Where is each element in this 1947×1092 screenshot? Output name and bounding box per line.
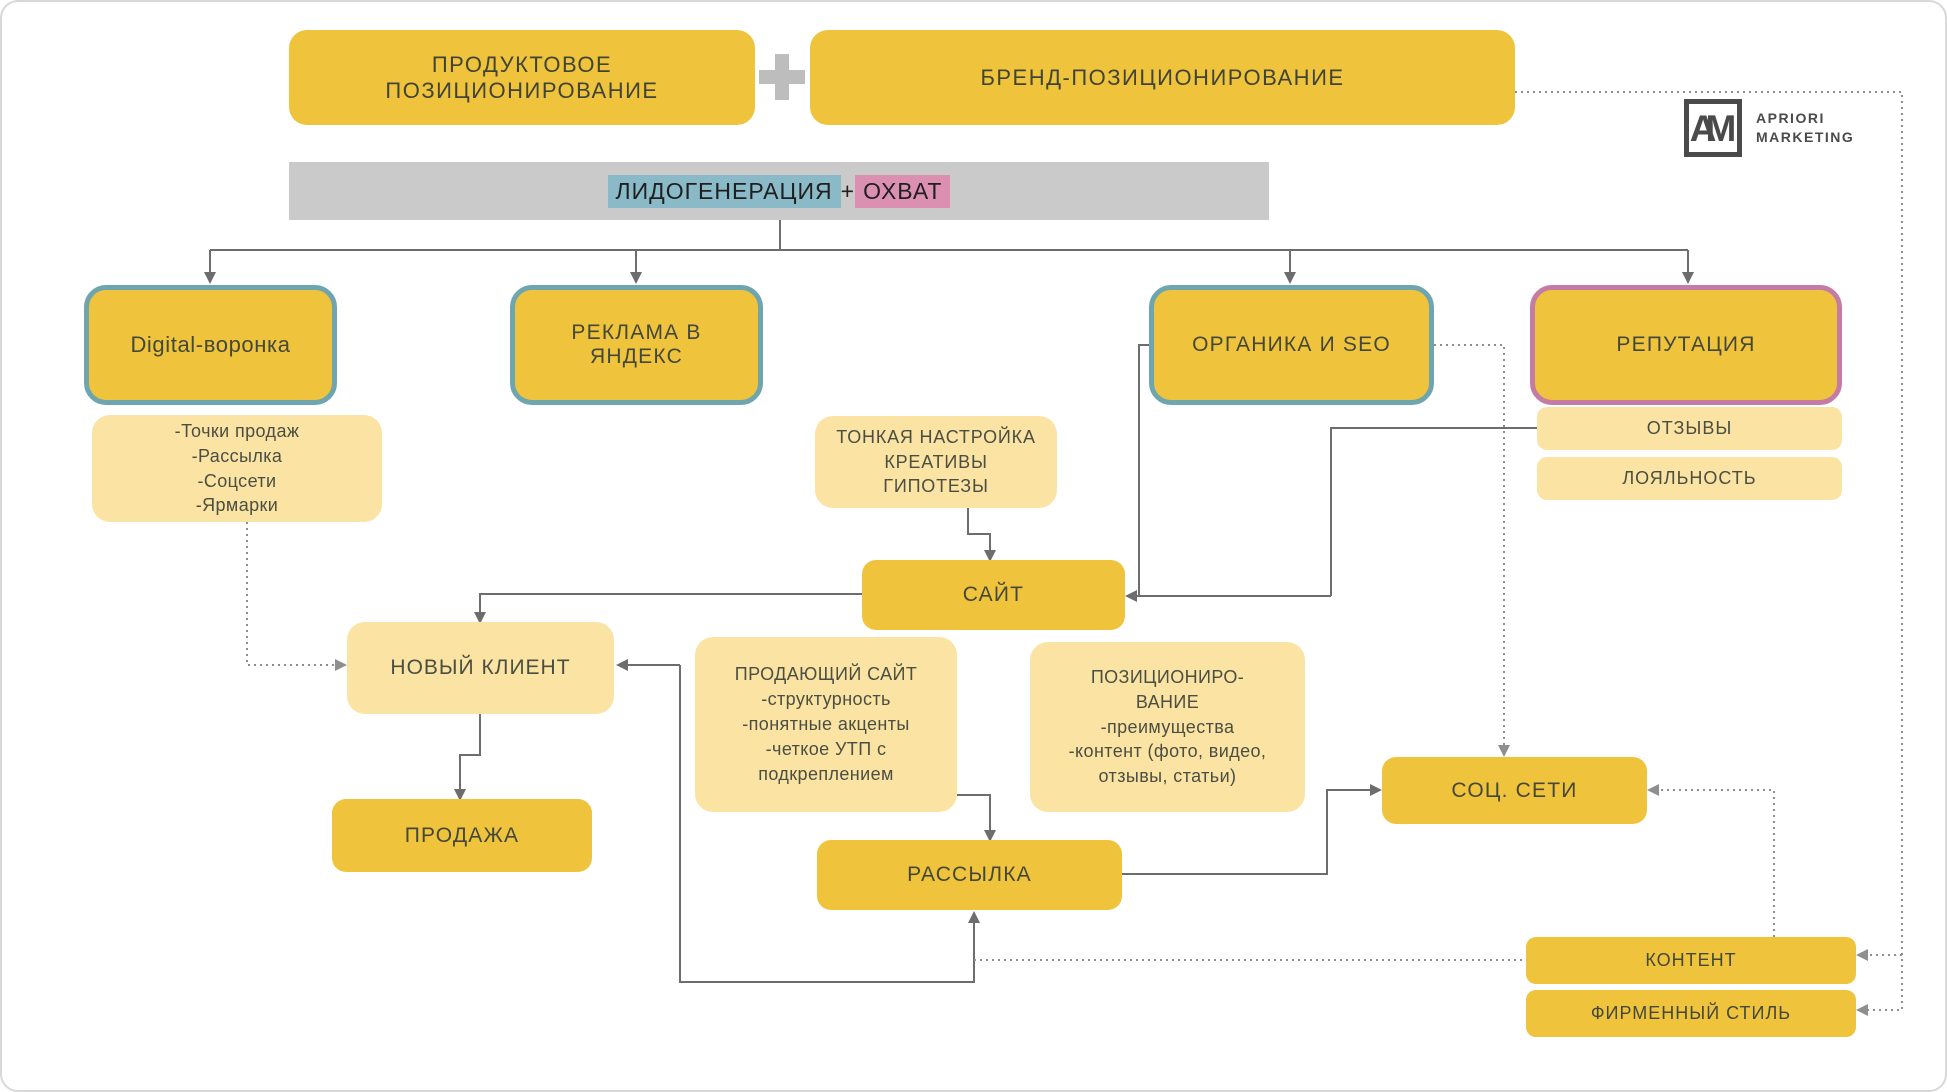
node-brand-style: ФИРМЕННЫЙ СТИЛЬ	[1526, 990, 1856, 1037]
node-social-networks: СОЦ. СЕТИ	[1382, 757, 1647, 824]
node-product-positioning: ПРОДУКТОВОЕ ПОЗИЦИОНИРОВАНИЕ	[289, 30, 755, 125]
node-label: Digital-воронка	[130, 332, 291, 357]
logo-word-line1: APRIORI	[1756, 110, 1825, 127]
dotted-organic-to-social	[1434, 344, 1510, 757]
node-label: СОЦ. СЕТИ	[1451, 778, 1578, 802]
logo-word-line2: MARKETING	[1756, 129, 1855, 145]
logo-monogram-icon: AM	[1684, 99, 1742, 157]
node-mailing: РАССЫЛКА	[817, 840, 1122, 910]
node-label: ПРОДАЖА	[404, 823, 520, 847]
apriori-marketing-logo: AM APRIORI MARKETING	[1684, 99, 1854, 157]
node-positioning: ПОЗИЦИОНИРО- ВАНИЕ -преимущества -контен…	[1030, 642, 1305, 812]
node-label: ЛОЯЛЬНОСТЬ	[1622, 468, 1757, 488]
arrow-finetuning-to-site	[967, 508, 996, 562]
node-label: ПРОДУКТОВОЕ ПОЗИЦИОНИРОВАНИЕ	[385, 51, 659, 103]
node-label: САЙТ	[962, 583, 1025, 606]
node-yandex-ads: РЕКЛАМА В ЯНДЕКС	[510, 285, 763, 405]
node-label: ОРГАНИКА И SEO	[1192, 333, 1391, 356]
line-organic-down	[1138, 344, 1149, 596]
node-fine-tuning: ТОНКАЯ НАСТРОЙКА КРЕАТИВЫ ГИПОТЕЗЫ	[815, 416, 1057, 508]
node-selling-site: ПРОДАЮЩИЙ САЙТ -структурность -понятные …	[695, 637, 957, 812]
node-label: ТОНКАЯ НАСТРОЙКА КРЕАТИВЫ ГИПОТЕЗЫ	[836, 426, 1036, 497]
logo-wordmark: APRIORI MARKETING	[1756, 109, 1854, 147]
node-sale: ПРОДАЖА	[332, 799, 592, 872]
dotted-digitallist-to-newclient	[246, 522, 347, 671]
node-reputation: РЕПУТАЦИЯ	[1530, 285, 1842, 405]
node-reviews: ОТЗЫВЫ	[1537, 407, 1842, 450]
plus-icon-bar	[759, 70, 805, 84]
banner-plus: +	[840, 177, 856, 204]
node-label: НОВЫЙ КЛИЕНТ	[390, 656, 571, 679]
plus-icon	[759, 54, 805, 100]
node-digital-funnel: Digital-воронка	[84, 285, 337, 405]
node-brand-positioning: БРЕНД-ПОЗИЦИОНИРОВАНИЕ	[810, 30, 1515, 125]
arrow-newclient-to-sale	[454, 714, 481, 801]
dotted-brand-to-brandstyle	[1515, 91, 1903, 1016]
node-label: ФИРМЕННЫЙ СТИЛЬ	[1590, 1003, 1792, 1023]
node-organic-seo: ОРГАНИКА И SEO	[1149, 285, 1434, 405]
dotted-content-to-social	[1647, 784, 1775, 937]
node-label: РЕПУТАЦИЯ	[1616, 333, 1756, 356]
node-label: ОТЗЫВЫ	[1646, 418, 1733, 438]
node-label: ПРОДАЮЩИЙ САЙТ -структурность -понятные …	[734, 664, 918, 784]
node-loyalty: ЛОЯЛЬНОСТЬ	[1537, 457, 1842, 500]
reach-chip: ОХВАТ	[855, 174, 951, 208]
node-label: КОНТЕНТ	[1645, 950, 1737, 970]
leadgen-chip: ЛИДОГЕНЕРАЦИЯ	[607, 174, 841, 208]
node-label: -Точки продаж -Рассылка -Соцсети -Ярмарк…	[174, 420, 300, 516]
node-label: БРЕНД-ПОЗИЦИОНИРОВАНИЕ	[980, 64, 1345, 90]
node-label: РЕКЛАМА В ЯНДЕКС	[571, 321, 702, 368]
node-content: КОНТЕНТ	[1526, 937, 1856, 984]
node-digital-funnel-list: -Точки продаж -Рассылка -Соцсети -Ярмарк…	[92, 415, 382, 522]
node-label: РАССЫЛКА	[907, 863, 1032, 886]
arrow-site-to-newclient	[474, 593, 862, 624]
node-label: ПОЗИЦИОНИРО- ВАНИЕ -преимущества -контен…	[1068, 666, 1267, 787]
arrow-sellingsite-to-mailing	[957, 794, 996, 842]
line-reviews-down	[1330, 427, 1537, 596]
node-new-client: НОВЫЙ КЛИЕНТ	[347, 622, 614, 714]
leadgen-banner: ЛИДОГЕНЕРАЦИЯ+ОХВАТ	[289, 162, 1269, 220]
node-site: САЙТ	[862, 560, 1125, 630]
